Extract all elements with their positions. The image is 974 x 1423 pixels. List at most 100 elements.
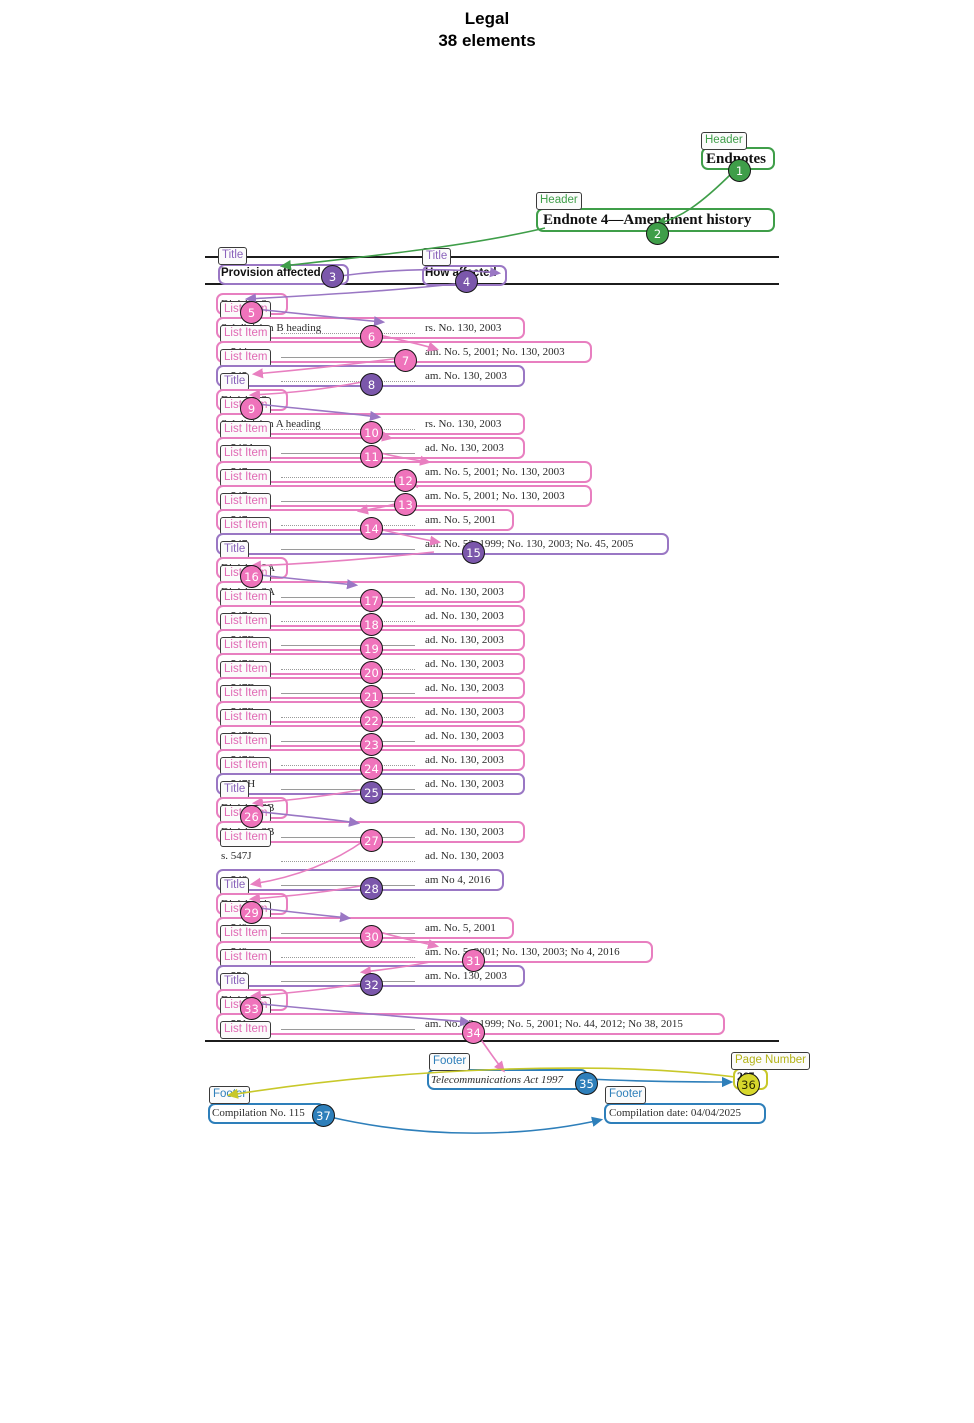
annotation-badge-36[interactable]: 36	[737, 1073, 760, 1096]
annotation-badge-11[interactable]: 11	[360, 445, 383, 468]
row-leader	[281, 957, 415, 958]
annotation-badge-15[interactable]: 15	[462, 541, 485, 564]
row-right-text: ad. No. 130, 2003	[425, 850, 504, 862]
row-right-text: ad. No. 130, 2003	[425, 778, 504, 790]
row-leader	[281, 861, 415, 862]
annotation-tag-header-endnote4: Header	[536, 192, 582, 210]
annotation-badge-10[interactable]: 10	[360, 421, 383, 444]
annotation-tag-row: List Item	[220, 757, 272, 775]
annotation-tag-title-provision-affected: Title	[218, 247, 248, 265]
row-right-text: am. No. 5, 2001	[425, 514, 496, 526]
row-leader	[281, 621, 415, 622]
annotation-badge-20[interactable]: 20	[360, 661, 383, 684]
annotation-badge-12[interactable]: 12	[394, 469, 417, 492]
row-right-text: am. No. 130, 2003	[425, 970, 507, 982]
row-leader	[281, 933, 415, 934]
annotation-tag-row: List Item	[220, 709, 272, 727]
annotation-badge-30[interactable]: 30	[360, 925, 383, 948]
annotation-box-footer-act[interactable]	[427, 1069, 588, 1090]
annotation-badge-13[interactable]: 13	[394, 493, 417, 516]
annotation-badge-17[interactable]: 17	[360, 589, 383, 612]
row-leader	[281, 645, 415, 646]
annotation-badge-35[interactable]: 35	[575, 1072, 598, 1095]
annotation-badge-29[interactable]: 29	[240, 901, 263, 924]
row-leader	[281, 525, 415, 526]
annotation-badge-8[interactable]: 8	[360, 373, 383, 396]
annotation-badge-34[interactable]: 34	[462, 1021, 485, 1044]
annotation-badge-26[interactable]: 26	[240, 805, 263, 828]
row-leader	[281, 741, 415, 742]
row-right-text: am. No. 5, 2001; No. 130, 2003	[425, 466, 565, 478]
annotation-badge-37[interactable]: 37	[312, 1104, 335, 1127]
annotation-badge-5[interactable]: 5	[240, 301, 263, 324]
annotation-box-footer-compilation-no[interactable]	[208, 1103, 325, 1124]
annotation-badge-16[interactable]: 16	[240, 565, 263, 588]
row-right-text: rs. No. 130, 2003	[425, 418, 502, 430]
row-right-text: rs. No. 130, 2003	[425, 322, 502, 334]
element-count: 38 elements	[438, 31, 536, 50]
row-right-text: am. No. 52, 1999; No. 5, 2001; No. 44, 2…	[425, 1018, 683, 1030]
annotation-badge-19[interactable]: 19	[360, 637, 383, 660]
row-leader	[281, 597, 415, 598]
annotation-tag-row: List Item	[220, 949, 272, 967]
annotation-badge-18[interactable]: 18	[360, 613, 383, 636]
row-right-text: ad. No. 130, 2003	[425, 586, 504, 598]
row-right-text: am. No. 5, 2001	[425, 922, 496, 934]
annotation-badge-23[interactable]: 23	[360, 733, 383, 756]
annotation-badge-33[interactable]: 33	[240, 997, 263, 1020]
annotation-badge-31[interactable]: 31	[462, 949, 485, 972]
table-top-rule	[205, 256, 779, 258]
annotation-badge-27[interactable]: 27	[360, 829, 383, 852]
annotation-tag-row: List Item	[220, 1021, 272, 1039]
row-leader	[281, 501, 415, 502]
row-right-text: ad. No. 130, 2003	[425, 730, 504, 742]
row-left-text: s. 547J	[221, 850, 252, 862]
annotation-tag-title-how-affected: Title	[422, 248, 452, 266]
annotation-badge-14[interactable]: 14	[360, 517, 383, 540]
row-right-text: ad. No. 130, 2003	[425, 658, 504, 670]
annotation-badge-7[interactable]: 7	[394, 349, 417, 372]
annotation-badge-4[interactable]: 4	[455, 270, 478, 293]
annotation-tag-row: Title	[220, 877, 250, 895]
annotation-badge-28[interactable]: 28	[360, 877, 383, 900]
footer-rule	[205, 1040, 779, 1042]
annotation-box-row[interactable]	[216, 533, 669, 555]
annotation-badge-32[interactable]: 32	[360, 973, 383, 996]
annotation-tag-header-endnotes: Header	[701, 132, 747, 150]
row-right-text: am. No. 5, 2001; No. 130, 2003	[425, 490, 565, 502]
row-leader	[281, 1029, 415, 1030]
annotation-badge-24[interactable]: 24	[360, 757, 383, 780]
annotation-badge-6[interactable]: 6	[360, 325, 383, 348]
annotation-badge-1[interactable]: 1	[728, 159, 751, 182]
page-title: Legal	[464, 9, 510, 28]
page-title-block: Legal 38 elements	[0, 8, 974, 52]
row-right-text: ad. No. 130, 2003	[425, 610, 504, 622]
annotation-tag-row: List Item	[220, 613, 272, 631]
doc-footer-compilation-no: Compilation No. 115	[212, 1107, 305, 1119]
row-leader	[281, 453, 415, 454]
row-leader	[281, 717, 415, 718]
annotation-tag-footer-compilation-date: Footer	[605, 1086, 647, 1104]
row-right-text: ad. No. 130, 2003	[425, 634, 504, 646]
row-leader	[281, 669, 415, 670]
annotation-box-row[interactable]	[216, 941, 654, 963]
annotation-badge-9[interactable]: 9	[240, 397, 263, 420]
row-leader	[281, 429, 415, 430]
annotation-tag-row: List Item	[220, 829, 272, 847]
annotation-badge-21[interactable]: 21	[360, 685, 383, 708]
annotation-box-footer-compilation-date[interactable]	[604, 1103, 766, 1124]
row-leader	[281, 693, 415, 694]
row-leader	[281, 981, 415, 982]
row-leader	[281, 477, 415, 478]
annotation-tag-row: List Item	[220, 517, 272, 535]
row-leader	[281, 549, 415, 550]
annotation-badge-22[interactable]: 22	[360, 709, 383, 732]
annotation-tag-footer-act: Footer	[429, 1053, 471, 1071]
annotation-badge-3[interactable]: 3	[321, 265, 344, 288]
doc-footer-compilation-date: Compilation date: 04/04/2025	[609, 1107, 741, 1119]
annotation-badge-25[interactable]: 25	[360, 781, 383, 804]
annotation-tag-row: Title	[220, 541, 250, 559]
annotation-badge-2[interactable]: 2	[646, 222, 669, 245]
row-right-text: ad. No. 130, 2003	[425, 442, 504, 454]
